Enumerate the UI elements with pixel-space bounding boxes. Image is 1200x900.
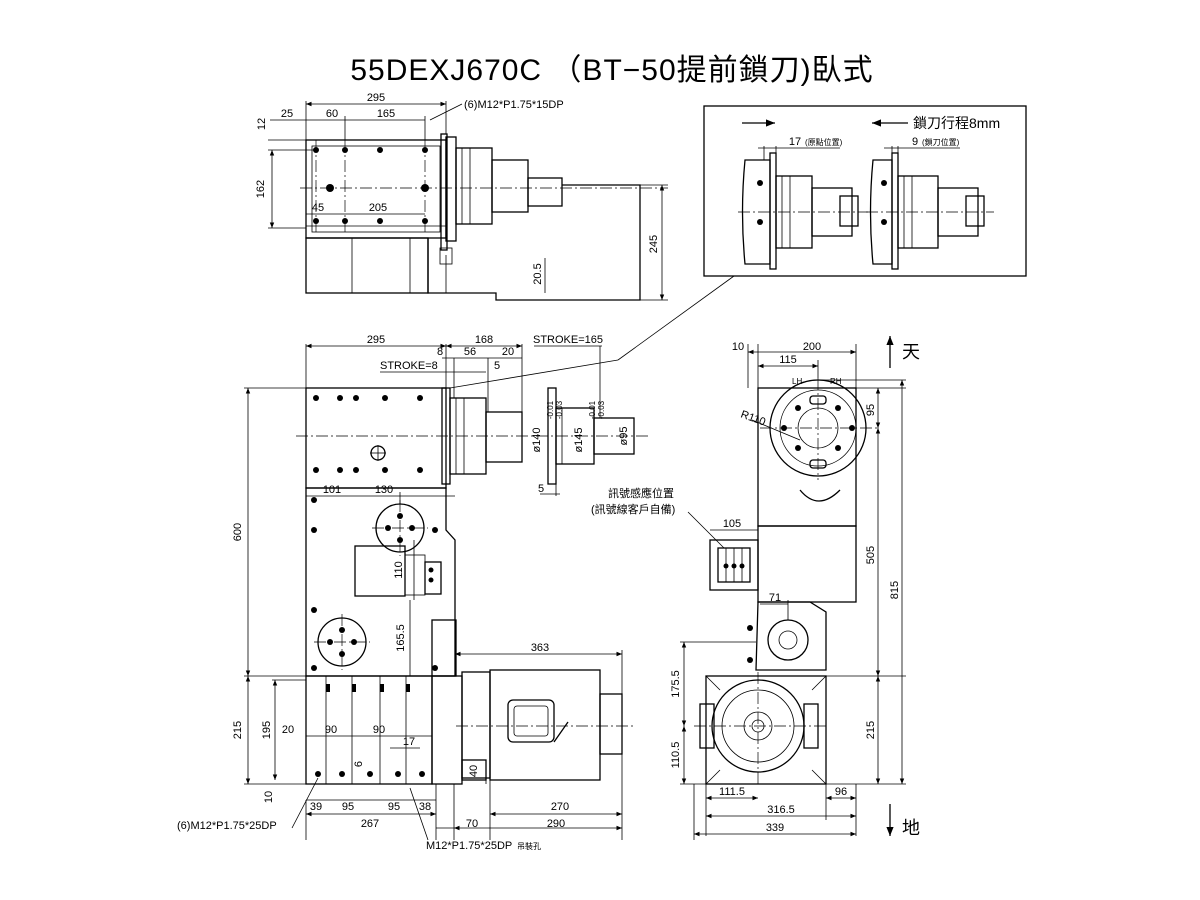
dim-top-162: 162 — [255, 180, 267, 198]
dim-side-115: 115 — [779, 354, 797, 366]
detail-box — [703, 105, 1027, 277]
sky-label: 天 — [902, 342, 920, 362]
dim-front-10: 10 — [263, 791, 275, 803]
stroke-8-label: STROKE=8 — [380, 360, 438, 372]
dim-side-96: 96 — [835, 786, 847, 798]
stroke-165-label: STROKE=165 — [533, 334, 603, 346]
phi140-label: ø140 — [531, 427, 543, 452]
dim-front-5b: 5 — [538, 483, 544, 495]
dim-front-600: 600 — [232, 523, 244, 541]
dim-side-111-5: 111.5 — [719, 786, 745, 798]
dim-side-71: 71 — [769, 592, 781, 604]
dim-side-316-5: 316.5 — [767, 804, 795, 816]
signal-note-1: 訊號感應位置 — [608, 486, 674, 500]
detail-lock-value: 9 — [912, 136, 918, 148]
dim-front-295: 295 — [367, 334, 385, 346]
phi145-label: ø145 — [573, 427, 585, 452]
dim-side-110-5: 110.5 — [670, 742, 682, 769]
tap-note-bottom-suffix: 吊裝孔 — [517, 841, 541, 851]
dim-front-20: 20 — [502, 346, 514, 358]
dim-front-110: 110 — [393, 561, 405, 579]
dim-side-505: 505 — [865, 546, 877, 564]
radius-label: R110 — [739, 409, 767, 429]
dim-side-95: 95 — [865, 404, 877, 416]
dim-top-20-5: 20.5 — [532, 263, 544, 284]
ground-label: 地 — [902, 818, 920, 838]
dim-top-205: 205 — [369, 202, 387, 214]
dim-top-165: 165 — [377, 108, 395, 120]
signal-note-2: (訊號線客戶自備) — [591, 502, 675, 516]
tap-note-bottom: M12*P1.75*25DP — [426, 840, 512, 852]
side-view — [680, 336, 906, 840]
tap-note-top: (6)M12*P1.75*15DP — [464, 99, 564, 111]
dim-side-105: 105 — [723, 518, 741, 530]
dim-front-90b: 90 — [373, 724, 385, 736]
dim-front-215: 215 — [232, 721, 244, 739]
phi140-tolerance: -0.01-0.03 — [546, 400, 564, 419]
front-view — [244, 343, 650, 841]
rh-label: RH — [830, 377, 842, 386]
dim-top-295: 295 — [367, 92, 385, 104]
dim-top-60: 60 — [326, 108, 338, 120]
dim-front-56: 56 — [464, 346, 476, 358]
dim-side-215: 215 — [865, 721, 877, 739]
dim-front-17: 17 — [403, 736, 415, 748]
dim-side-175-5: 175.5 — [670, 670, 682, 698]
dim-side-339: 339 — [766, 822, 784, 834]
dim-side-10: 10 — [732, 341, 744, 353]
detail-stroke-label: 鎖刀行程8mm — [913, 115, 1000, 131]
dim-top-45: 45 — [312, 202, 324, 214]
dim-front-270: 270 — [551, 801, 569, 813]
dim-side-815: 815 — [889, 581, 901, 599]
phi95-label: ø95 — [618, 427, 630, 446]
dim-front-95a: 95 — [342, 801, 354, 813]
top-view — [268, 101, 668, 301]
dim-front-290: 290 — [547, 818, 565, 830]
dim-front-5: 5 — [494, 360, 500, 372]
dim-front-363: 363 — [531, 642, 549, 654]
detail-origin-value: 17 — [789, 136, 801, 148]
dim-top-25: 25 — [281, 108, 293, 120]
dim-front-8: 8 — [437, 346, 443, 358]
dim-top-245: 245 — [648, 235, 660, 253]
drawing-title: 55DEXJ670C （BT−50提前鎖刀)臥式 — [350, 54, 873, 87]
dim-side-200: 200 — [803, 341, 821, 353]
dim-front-101: 101 — [323, 484, 341, 496]
detail-lock-note: (鎖刀位置) — [922, 137, 960, 147]
detail-origin-note: (原點位置) — [805, 137, 843, 147]
dim-front-168: 168 — [475, 334, 493, 346]
dim-front-165-5: 165.5 — [395, 624, 407, 652]
dim-front-90a: 90 — [325, 724, 337, 736]
dim-front-95b: 95 — [388, 801, 400, 813]
phi145-tolerance: -0.01-0.03 — [588, 400, 606, 419]
detail-leader — [617, 275, 735, 361]
dim-front-40: 40 — [468, 765, 480, 777]
dim-front-6: 6 — [353, 761, 365, 767]
dim-front-39: 39 — [310, 801, 322, 813]
dim-front-70: 70 — [466, 818, 478, 830]
dim-front-267: 267 — [361, 818, 379, 830]
dim-front-38: 38 — [419, 801, 431, 813]
dim-front-195: 195 — [261, 721, 273, 739]
dim-front-20b: 20 — [282, 724, 294, 736]
lh-label: LH — [792, 377, 802, 386]
tap-note-bottom-left: (6)M12*P1.75*25DP — [177, 820, 277, 832]
dim-top-12: 12 — [256, 118, 268, 130]
dim-front-130: 130 — [375, 484, 393, 496]
